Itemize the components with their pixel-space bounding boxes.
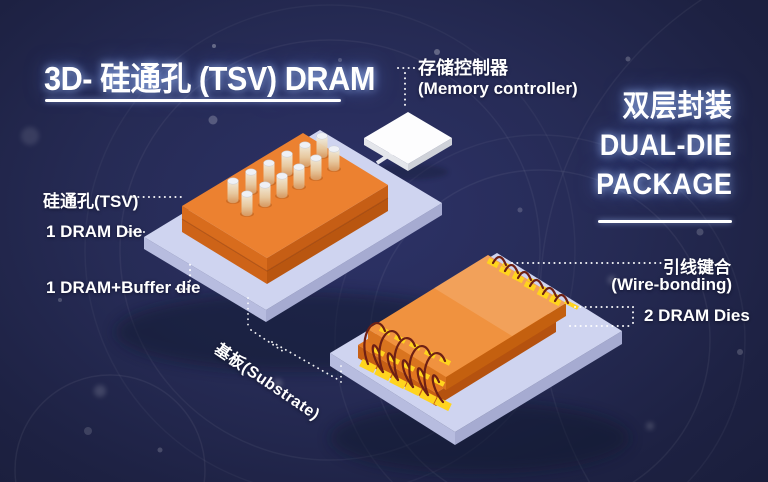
dual-die-package-illustration	[330, 253, 622, 445]
wire-bonding-label-en: (Wire-bonding)	[611, 275, 732, 294]
leader-two-dram-dies	[569, 306, 634, 327]
tsv-label: 硅通孔(TSV)	[43, 192, 139, 211]
title-right-en2: PACKAGE	[595, 168, 732, 201]
title-left: 3D- 硅通孔 (TSV) DRAM	[44, 60, 375, 97]
bond-wires	[363, 255, 570, 404]
one-dram-die-label: 1 DRAM Die	[46, 222, 143, 241]
leader-lines	[127, 67, 663, 383]
memory-controller-label-en: (Memory controller)	[418, 79, 578, 98]
leader-memory-controller	[397, 67, 415, 107]
background-bokeh-dots	[21, 44, 743, 453]
leader-substrate-left	[247, 297, 285, 353]
title-right-en1: DUAL-DIE	[599, 129, 732, 162]
wire-bonding-label-zh: 引线键合	[663, 258, 731, 277]
title-left-underline	[45, 99, 341, 102]
leader-buffer-die	[175, 263, 191, 290]
title-right-underline	[598, 220, 732, 223]
title-right-zh: 双层封装	[622, 90, 732, 123]
title-right: 双层封装 DUAL-DIE PACKAGE	[596, 87, 732, 204]
memory-controller-chip	[364, 112, 452, 171]
two-dram-dies-label: 2 DRAM Dies	[644, 306, 750, 325]
tsv-pins	[226, 132, 341, 217]
tsv-package-illustration	[144, 112, 452, 322]
memory-controller-label-zh: 存储控制器	[418, 58, 508, 78]
buffer-die-shape	[182, 198, 388, 284]
one-dram-buffer-die-label: 1 DRAM+Buffer die	[46, 278, 201, 297]
leader-substrate-right	[271, 341, 342, 383]
